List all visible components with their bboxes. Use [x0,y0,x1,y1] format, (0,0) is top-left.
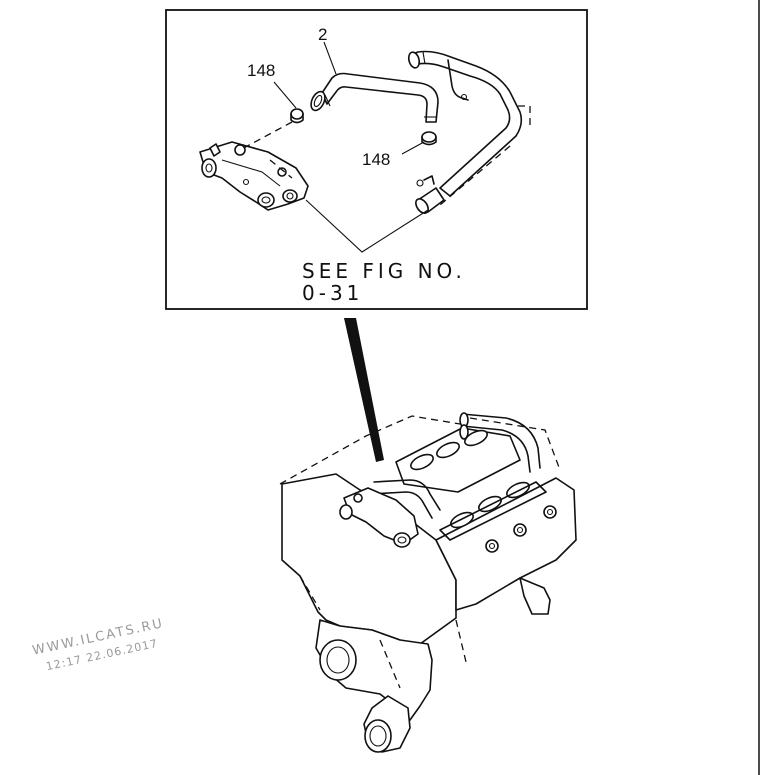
pointer-arrow [344,318,384,462]
callout-clamp-left-number: 148 [247,61,275,80]
engine-assembly [279,412,577,753]
watermark: WWW.ILCATS.RU 12:17 22.06.2017 [31,616,165,673]
callout-clamp-right-number: 148 [362,150,390,169]
see-fig-label: SEE FIG NO. [302,259,466,283]
detail-inset: 2 148 148 SEE FIG NO. 0-31 [165,9,588,310]
callout-hose-number: 2 [318,25,327,44]
water-outlet-housing[interactable] [199,141,309,211]
coolant-hose-part[interactable] [308,72,439,123]
coolant-pipe-part[interactable] [407,50,531,215]
hose-clamp-right[interactable] [421,131,437,146]
fig-number-label: 0-31 [302,281,363,305]
hose-clamp-left[interactable] [290,108,304,124]
